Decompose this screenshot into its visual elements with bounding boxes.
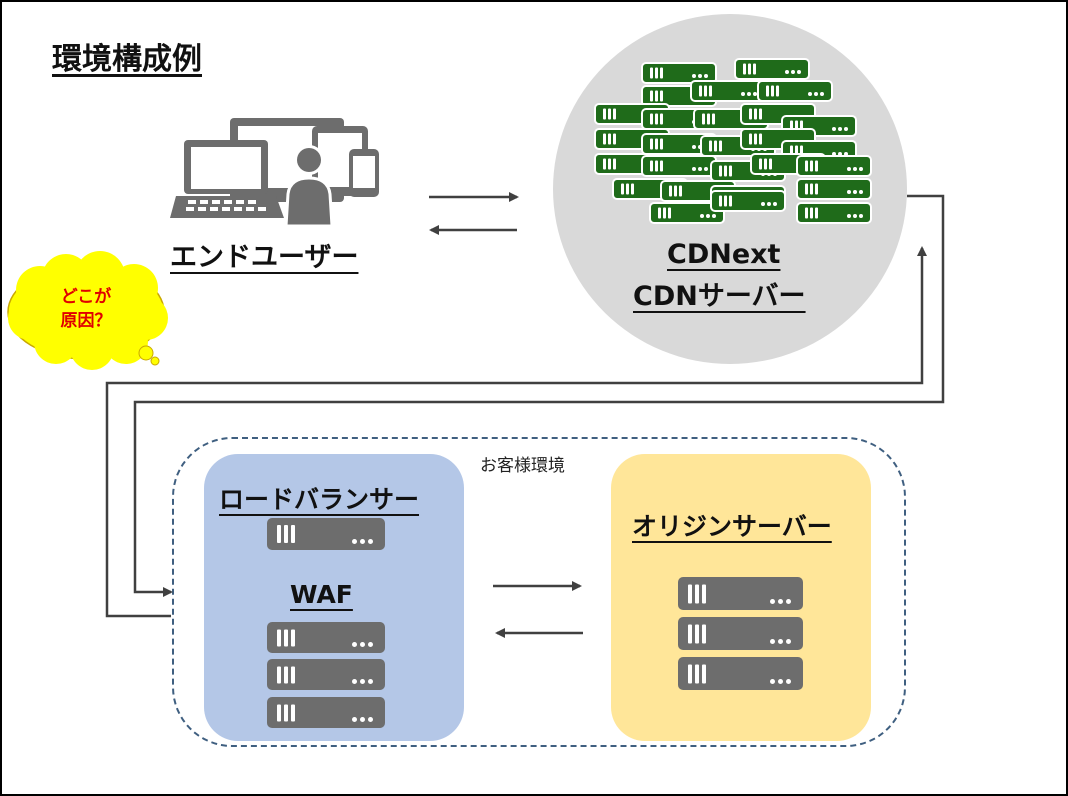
origin-server-label: オリジンサーバー	[632, 512, 832, 541]
load-balancer-server-icon	[267, 518, 385, 550]
waf-server-icon	[267, 697, 385, 728]
thought-bubble-text: どこが 原因？	[40, 285, 132, 333]
cdn-server-icon	[710, 190, 786, 212]
cdn-to-lb-line	[133, 194, 945, 597]
cdn-server-icon	[641, 62, 717, 84]
cdn-server-icon	[649, 202, 725, 224]
lb-to-cdn-line	[105, 246, 927, 618]
end-user-label: エンドユーザー	[170, 242, 359, 273]
cdn-server-icon	[796, 178, 872, 200]
origin-server-icon	[678, 617, 803, 650]
waf-label: WAF	[290, 580, 353, 609]
load-balancer-label: ロードバランサー	[219, 485, 420, 514]
cdn-server-icon	[690, 80, 766, 102]
load-balancer-panel	[204, 454, 464, 741]
thought-bubble-line2: 原因？	[60, 311, 112, 331]
cdn-server-label: CDNサーバー	[633, 281, 806, 312]
cdn-server-icon	[641, 133, 717, 155]
waf-server-icon	[267, 659, 385, 690]
origin-server-icon	[678, 657, 803, 690]
cdn-server-icon	[641, 155, 717, 177]
thought-bubble-line1: どこが	[60, 287, 112, 307]
cdn-server-icon	[757, 80, 833, 102]
waf-server-icon	[267, 622, 385, 653]
cdn-name-label: CDNext	[667, 239, 781, 270]
cdn-server-icon	[734, 58, 810, 80]
customer-environment-label: お客様環境	[480, 456, 565, 476]
cdn-server-icon	[796, 202, 872, 224]
origin-server-icon	[678, 577, 803, 610]
cdn-server-icon	[796, 155, 872, 177]
page-title: 環境構成例	[52, 42, 202, 77]
customer-environment-boundary	[172, 437, 906, 747]
